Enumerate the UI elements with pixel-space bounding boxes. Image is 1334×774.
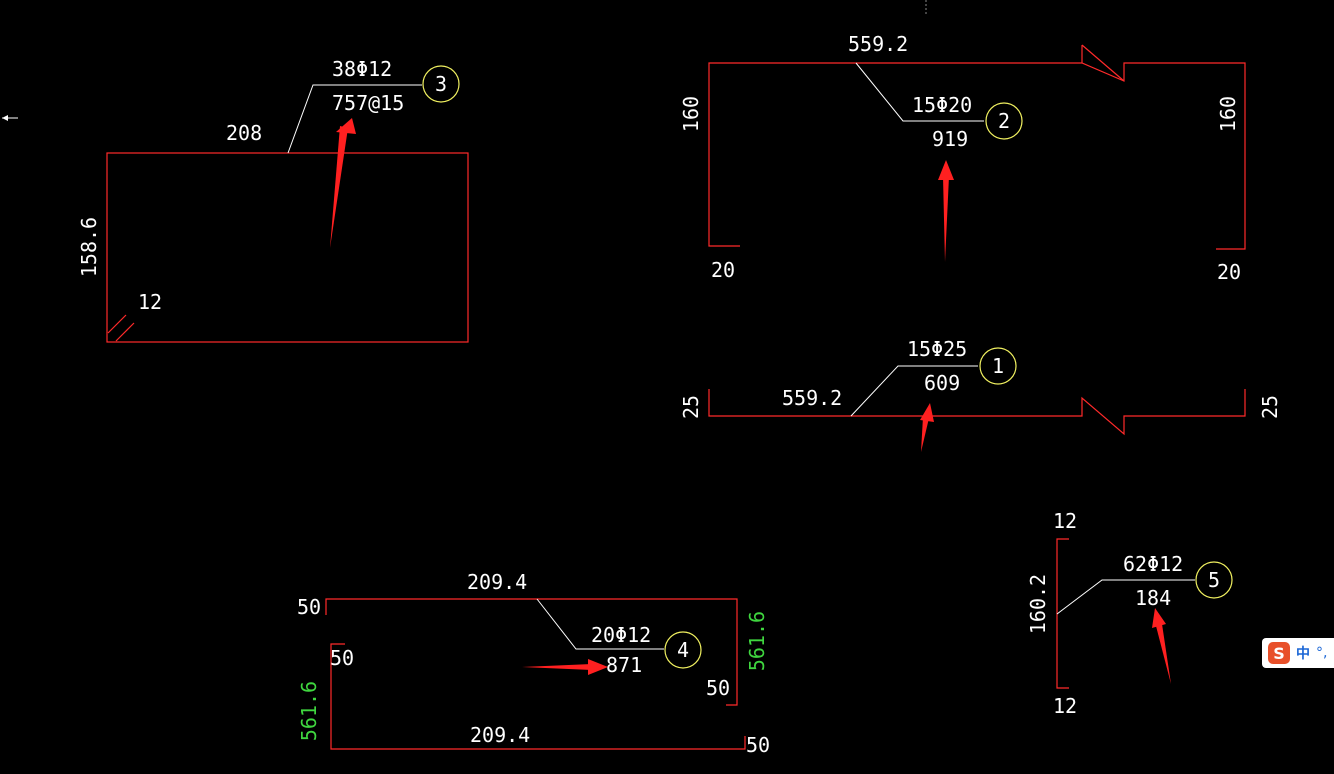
shape-3-mark: 3 [435, 72, 447, 96]
shape-4-mark: 4 [677, 638, 689, 662]
rebar-shape-3[interactable]: 3 38Φ12 757@15 208 158.6 12 [77, 57, 469, 343]
shape-1-bubble[interactable] [979, 347, 1017, 385]
ime-language-toggle[interactable]: 中 [1296, 646, 1310, 662]
shape-1-right-dim: 25 [1258, 395, 1282, 419]
shape-3-length: 757@15 [332, 91, 404, 115]
shape-4-right-side-dim: 561.6 [745, 611, 769, 671]
shape-1-left-dim: 25 [679, 395, 703, 419]
shape-3-hook-dim: 12 [138, 290, 162, 314]
shape-4-spec: 20Φ12 [591, 623, 651, 647]
shape-4-top-left-dim: 50 [297, 595, 321, 619]
rebar-shape-4[interactable]: 4 209.4 209.4 20Φ12 871 50 50 50 50 561.… [297, 570, 770, 757]
shape-5-spec: 62Φ12 [1123, 552, 1183, 576]
shape-1-mark: 1 [992, 354, 1004, 378]
shape-1-outline [708, 389, 1246, 436]
shape-5-bottom-dim: 12 [1053, 694, 1077, 718]
shape-5-top-dim: 12 [1053, 509, 1077, 533]
shape-5-length: 184 [1135, 586, 1171, 610]
shape-3-hook-1 [107, 314, 127, 334]
shape-2-spec: 15Φ20 [912, 93, 972, 117]
shape-3-side-dim: 158.6 [77, 217, 101, 277]
shape-3-spec: 38Φ12 [332, 57, 392, 81]
shape-4-bottom-dim: 209.4 [470, 723, 530, 747]
shape-3-red-arrow-icon [330, 118, 356, 248]
shape-3-bubble[interactable] [422, 65, 460, 103]
ime-punctuation-toggle[interactable]: °, [1316, 645, 1328, 661]
shape-2-break-b [1081, 44, 1125, 82]
rebar-shape-5[interactable]: 5 12 12 160.2 62Φ12 184 [1026, 509, 1233, 718]
shape-2-mark: 2 [998, 109, 1010, 133]
shape-2-right-dim: 160 [1216, 96, 1240, 132]
shape-1-main-dim: 559.2 [782, 386, 842, 410]
shape-1-spec: 15Φ25 [907, 337, 967, 361]
shape-2-top-dim: 559.2 [848, 32, 908, 56]
rebar-shape-1[interactable]: 1 15Φ25 609 559.2 25 25 [679, 337, 1282, 452]
shape-2-bubble[interactable] [985, 102, 1023, 140]
shape-5-outline [1056, 538, 1069, 689]
shape-4-bubble[interactable] [664, 631, 702, 669]
shape-4-red-arrow-icon [522, 659, 608, 675]
shape-2-leader [855, 62, 984, 122]
shape-5-bubble[interactable] [1195, 561, 1233, 599]
left-edge-arrow-icon [2, 115, 18, 121]
shape-3-hook-2 [115, 322, 135, 342]
shape-2-length: 919 [932, 127, 968, 151]
shape-2-outline [708, 62, 1246, 250]
shape-4-left-side-dim: 561.6 [297, 681, 321, 741]
shape-5-leader [1056, 579, 1195, 615]
shape-4-length: 871 [606, 653, 642, 677]
shape-4-inner-left-dim: 50 [330, 646, 354, 670]
shape-2-left-foot-dim: 20 [711, 258, 735, 282]
shape-1-length: 609 [924, 371, 960, 395]
shape-1-red-arrow-icon [920, 403, 934, 452]
shape-1-leader [850, 365, 978, 417]
shape-4-top-bar [325, 598, 738, 706]
shape-4-inner-right-dim: 50 [706, 676, 730, 700]
shape-4-bottom-bar [330, 643, 746, 750]
shape-2-left-dim: 160 [679, 96, 703, 132]
sogou-logo-icon[interactable]: S [1268, 642, 1290, 664]
shape-3-outline [106, 152, 469, 343]
shape-2-right-foot-dim: 20 [1217, 260, 1241, 284]
rebar-shape-2[interactable]: 2 559.2 15Φ20 919 160 160 20 20 [679, 32, 1246, 284]
shape-3-leader [287, 84, 422, 154]
shape-5-side-dim: 160.2 [1026, 574, 1050, 634]
ime-toolbar[interactable]: S 中 °, [1262, 638, 1334, 668]
shape-2-red-arrow-icon [938, 160, 954, 262]
shape-3-top-dim: 208 [226, 121, 262, 145]
shape-5-mark: 5 [1208, 568, 1220, 592]
shape-4-leader [536, 598, 664, 650]
shape-5-red-arrow-icon [1152, 608, 1171, 684]
shape-4-bottom-right-dim: 50 [746, 733, 770, 757]
shape-4-top-dim: 209.4 [467, 570, 527, 594]
